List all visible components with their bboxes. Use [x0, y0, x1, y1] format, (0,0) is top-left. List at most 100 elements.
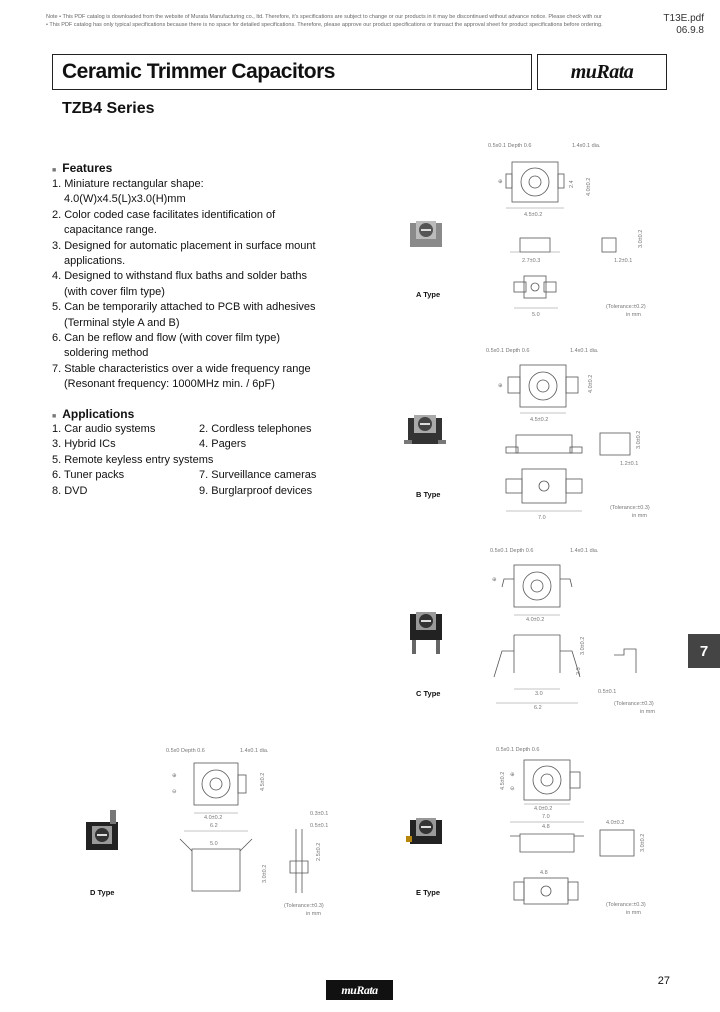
dim-text: 1.4x0.1 dia.: [570, 548, 599, 554]
applications-heading: ■ Applications: [52, 407, 134, 421]
application-item: 1. Car audio systems: [52, 423, 156, 435]
dim-text: 1.2±0.1: [614, 258, 632, 264]
unit-text: in mm: [626, 312, 641, 318]
dim-text: 1.2±0.1: [620, 461, 638, 467]
feature-line: 2. Color coded case facilitates identifi…: [52, 208, 276, 221]
dim-text: 3.0±0.2: [640, 834, 646, 852]
application-item: 5. Remote keyless entry systems: [52, 453, 214, 466]
dim-text: 4.5±0.2: [524, 212, 542, 218]
c-type-drawing: 0.5x0.1 Depth 0.6 1.4x0.1 dia. ⊕ 4.0±0.2…: [490, 548, 655, 715]
dim-text: 7.0: [538, 515, 546, 521]
feature-line: (with cover film type): [64, 285, 165, 298]
a-type-drawing: 0.5x0.1 Depth 0.6 1.4x0.1 dia. ⊕ 2.4 4.0…: [488, 143, 646, 318]
feature-line: (Resonant frequency: 1000MHz min. / 6pF): [64, 378, 275, 391]
e-type-label: E Type: [416, 888, 441, 897]
feature-line: applications.: [64, 255, 126, 268]
dim-text: 2.5±0.2: [316, 843, 322, 861]
dim-text: 4.5±0.2: [260, 773, 266, 791]
dim-text: 0.5x0.1 Depth 0.6: [490, 548, 533, 554]
features-heading-text: Features: [62, 161, 113, 175]
d-type-label: D Type: [90, 888, 115, 897]
e-type-drawing: 0.5x0.1 Depth 0.6 ⊕ ⊖ 4.5±0.2 4.0±0.2 7.…: [496, 747, 646, 916]
a-type-label: A Type: [416, 290, 441, 299]
feature-line: 7. Stable characteristics over a wide fr…: [52, 362, 311, 375]
tolerance-text: (Tolerance:±0.3): [614, 701, 654, 707]
dim-text: 3.0±0.2: [636, 431, 642, 449]
unit-text: in mm: [306, 911, 321, 917]
dim-text: 4.0±0.2: [606, 820, 624, 826]
note-line-2: • This PDF catalog has only typical spec…: [46, 22, 603, 28]
svg-text:⊕: ⊕: [498, 383, 503, 389]
series-title: TZB4 Series: [62, 100, 155, 117]
feature-line: (Terminal style A and B): [64, 316, 180, 329]
dim-text: 5.0: [210, 841, 218, 847]
title-box: [52, 54, 532, 90]
dim-text: 4.0±0.2: [204, 815, 222, 821]
dim-text: 4.0±0.2: [586, 178, 592, 196]
dim-text: 2.4: [569, 180, 575, 188]
dim-text: 2.7±0.3: [522, 258, 540, 264]
note-line-1: Note • This PDF catalog is downloaded fr…: [46, 14, 602, 20]
dim-text: 0.5x0 Depth 0.6: [166, 748, 205, 754]
c-type-label: C Type: [416, 689, 441, 698]
feature-line: 6. Can be reflow and flow (with cover fi…: [52, 332, 281, 345]
applications-row: 1. Car audio systems 2. Cordless telephon…: [52, 422, 316, 437]
c-type-photo: [406, 608, 446, 658]
dim-text: 6.2: [534, 705, 542, 711]
feature-line: capacitance range.: [64, 224, 157, 237]
feature-line: 4.0(W)x4.5(L)x3.0(H)mm: [64, 193, 186, 206]
dim-text: 6.2: [210, 823, 218, 829]
b-type-drawing: 0.5x0.1 Depth 0.6 1.4x0.1 dia. ⊕ 4.0±0.2…: [486, 348, 650, 521]
page-title: Ceramic Trimmer Capacitors: [62, 60, 335, 83]
feature-line: 1. Miniature rectangular shape:: [52, 178, 204, 190]
tolerance-text: (Tolerance:±0.3): [610, 505, 650, 511]
application-item: 2. Cordless telephones: [199, 423, 312, 435]
page-number: 27: [657, 975, 670, 987]
dim-text: 3.0±0.2: [580, 637, 586, 655]
tolerance-text: (Tolerance:±0.3): [606, 902, 646, 908]
tolerance-text: (Tolerance:±0.3): [284, 903, 324, 909]
svg-text:⊖: ⊖: [510, 786, 515, 792]
dim-text: 0.3±0.1: [310, 811, 328, 817]
dim-text: 4.0±0.2: [588, 375, 594, 393]
dim-text: 4.0±0.2: [534, 806, 552, 812]
dim-text: 3.0: [535, 691, 543, 697]
file-name: T13E.pdf: [663, 13, 704, 24]
unit-text: in mm: [626, 910, 641, 916]
b-type-label: B Type: [416, 490, 441, 499]
file-info: T13E.pdf 06.9.8: [663, 13, 704, 37]
svg-text:⊕: ⊕: [510, 772, 515, 778]
application-item: 8. DVD: [52, 484, 88, 497]
dim-text: 7.0: [542, 814, 550, 820]
application-item: 3. Hybrid ICs: [52, 438, 116, 451]
dim-text: 4.0±0.2: [526, 617, 544, 623]
dim-text: 4.8: [542, 824, 550, 830]
a-type-photo: [407, 217, 445, 251]
dim-text: 1.4x0.1 dia.: [240, 748, 269, 754]
e-type-photo: [406, 812, 446, 850]
dim-text: 5.0: [532, 312, 540, 318]
svg-text:⊕: ⊕: [498, 179, 503, 185]
dim-text: 1.4x0.1 dia.: [570, 348, 599, 354]
disclaimer-note: Note • This PDF catalog is downloaded fr…: [46, 13, 666, 29]
applications-heading-text: Applications: [62, 407, 135, 421]
dim-text: 0.5±0.1: [310, 823, 328, 829]
footer-logo: muRata: [326, 980, 393, 1000]
bullet-icon: ■: [52, 413, 57, 420]
dim-text: 0.5x0.1 Depth 0.6: [488, 143, 531, 149]
svg-text:⊕: ⊕: [492, 577, 497, 583]
brand-logo: muRata: [570, 61, 634, 83]
applications-list: 1. Car audio systems 2. Cordless telephon…: [52, 422, 316, 499]
features-heading: ■Features: [52, 161, 112, 175]
dim-text: 3.0±0.2: [262, 865, 268, 883]
d-type-drawing: 0.5x0 Depth 0.6 1.4x0.1 dia. ⊕ ⊖ 4.5±0.2…: [166, 748, 328, 917]
features-list: 1. Miniature rectangular shape: 4.0(W)x4…: [52, 177, 316, 393]
b-type-photo: [404, 410, 446, 450]
brand-box: muRata: [537, 54, 667, 90]
application-item: 9. Burglarproof devices: [199, 484, 313, 497]
tolerance-text: (Tolerance:±0.2): [606, 304, 646, 310]
dim-text: 2.3: [576, 667, 582, 675]
dim-text: 0.5±0.1: [598, 689, 616, 695]
